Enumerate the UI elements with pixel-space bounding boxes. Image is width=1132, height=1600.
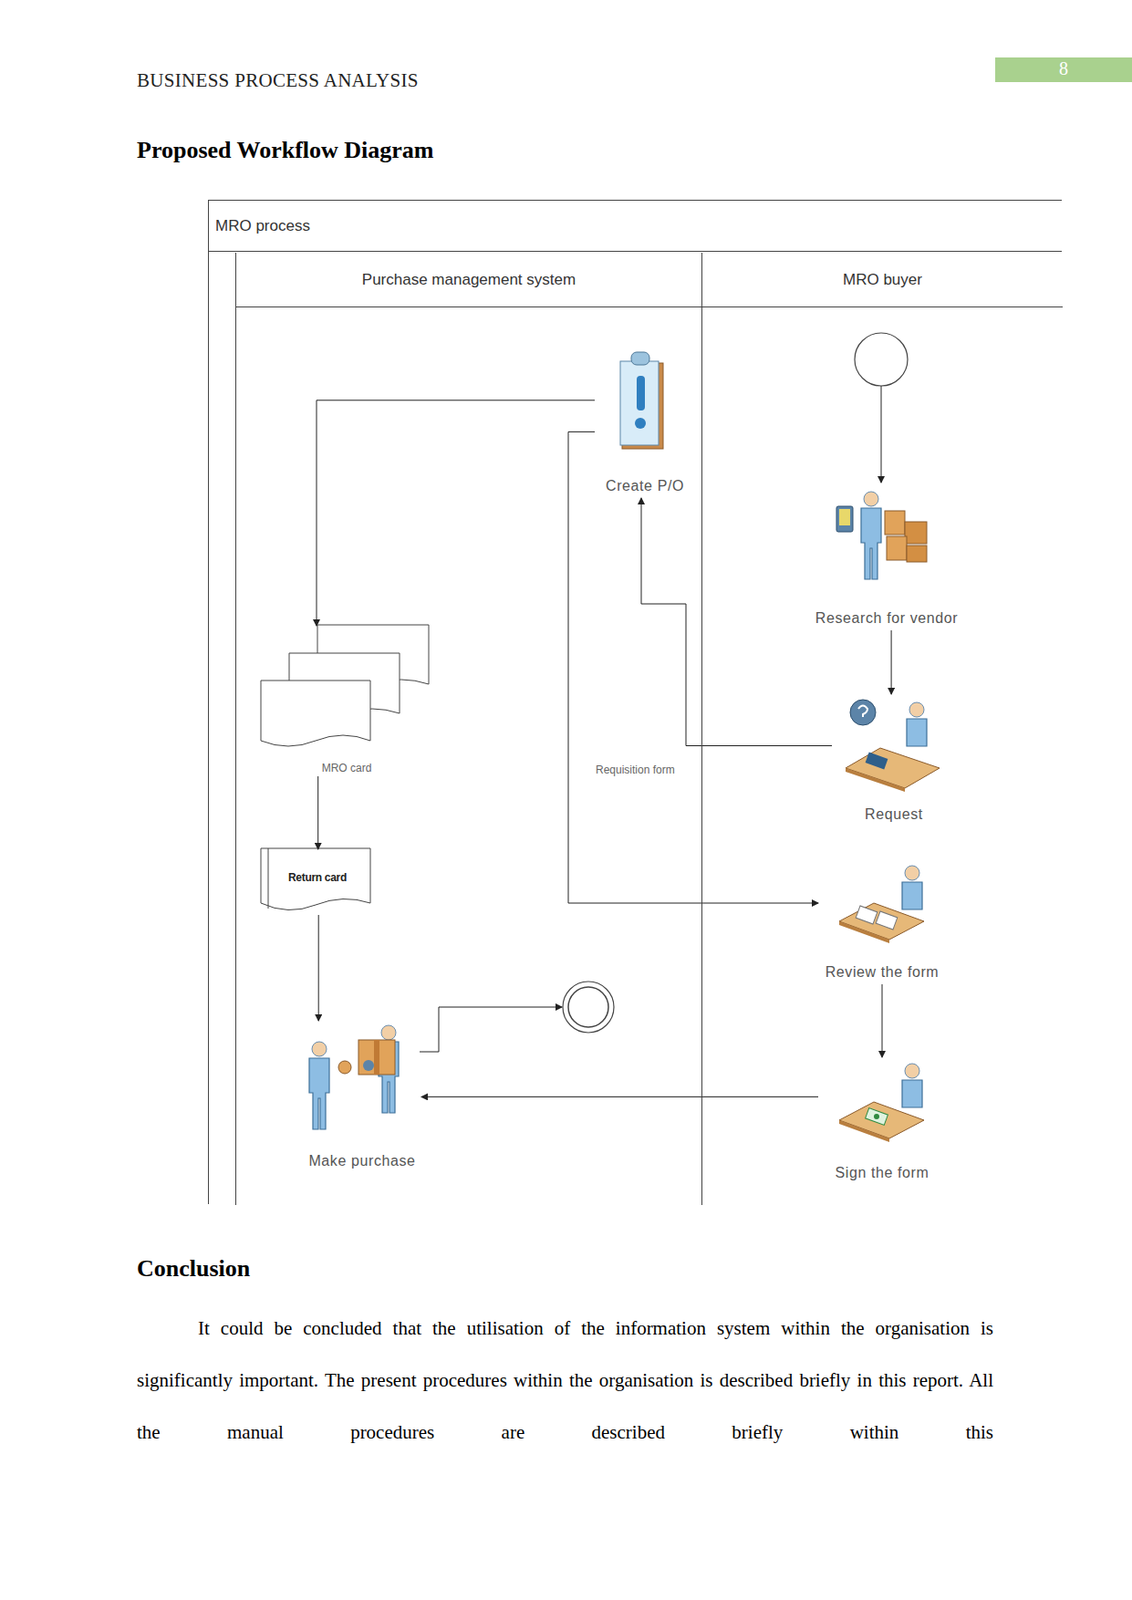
connector [421,1096,819,1098]
page-title: Proposed Workflow Diagram [136,136,434,165]
node-label: Create P/O [605,477,685,499]
page-number: 8 [995,58,1132,80]
connector [641,498,832,747]
flow-line [419,1007,562,1052]
running-header: BUSINESS PROCESS ANALYSIS [136,69,419,93]
body-paragraph: It could be concluded that the utilisati… [136,1302,994,1459]
request-icon [845,699,940,792]
task-node: Request [831,694,956,827]
section-heading: Conclusion [136,1255,250,1283]
swimlane: MRO buyerResearch for vendorRequestRevie… [701,252,1063,1205]
clipboard-icon [620,352,664,449]
flow-line [881,385,883,483]
task-node: Review the form [818,860,946,985]
task-node: Create P/O [594,347,696,499]
start-event [854,332,908,386]
task-node: Research for vendor [810,484,965,631]
purchase-icon [309,1025,399,1130]
pool: MRO processPurchase management systemCre… [207,199,1062,1205]
node-label: Sign the form [835,1164,930,1185]
connector [317,776,319,850]
sign-icon [839,1063,925,1143]
end-event-inner [568,986,609,1028]
document-node: MRO card [262,625,431,777]
node-label: MRO card [321,761,373,777]
document-node: Return card [262,849,373,915]
page-number-band [995,57,1132,83]
return-card-shape [260,848,371,911]
connector [882,984,883,1058]
node-label: Request [864,806,924,827]
edge-label: Requisition form [592,762,678,778]
connector [316,400,595,626]
task-node: Sign the form [818,1057,946,1185]
lane-title: MRO buyer [702,252,1063,308]
lane-title: Purchase management system [236,252,702,308]
connector [568,431,819,904]
node-label: Review the form [825,964,940,985]
end-event [562,981,614,1033]
pool-title: MRO process [208,200,1062,252]
connector [891,630,893,695]
node-label: Research for vendor [815,610,958,631]
research-icon [836,491,927,580]
task-node: Make purchase [302,1020,422,1174]
node-label: Make purchase [308,1152,416,1174]
review-icon [839,865,925,944]
connector [318,914,320,1021]
swimlane: Purchase management systemCreate P/O MRO … [235,252,702,1205]
node-label: Return card [288,871,347,884]
document-stack [260,624,429,747]
